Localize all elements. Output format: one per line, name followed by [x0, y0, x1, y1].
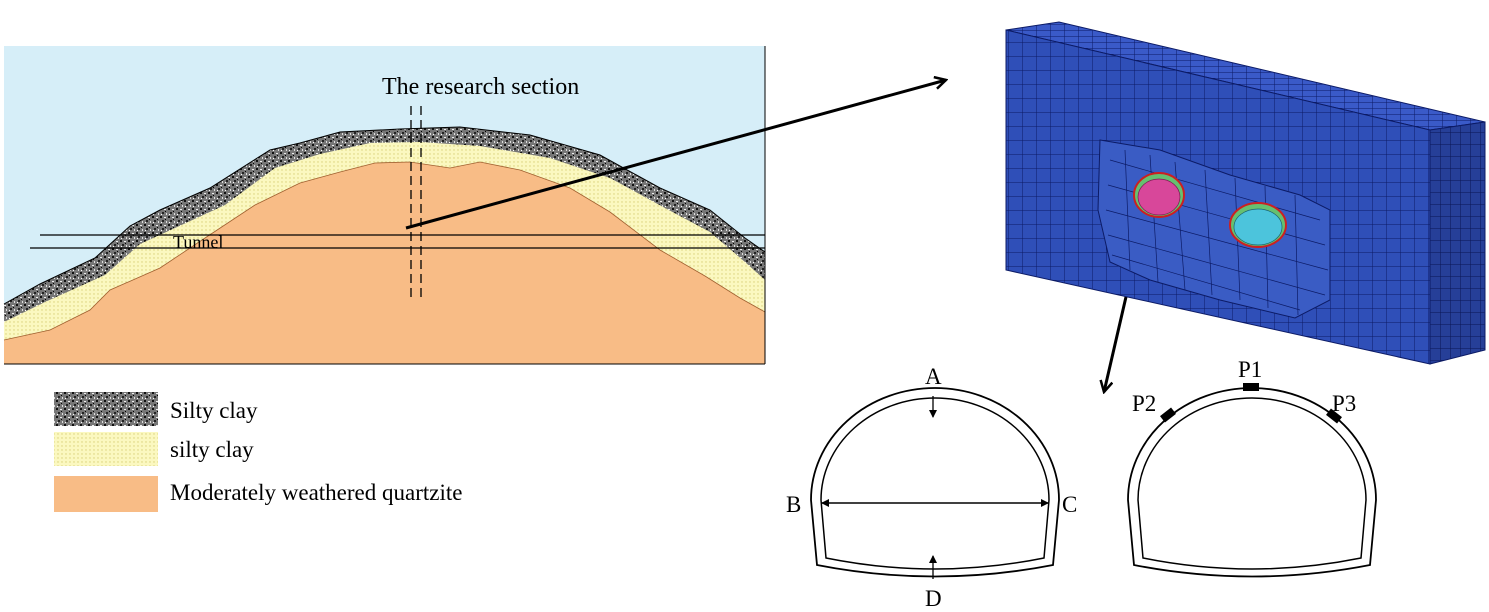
lining-outer — [810, 387, 1060, 578]
p3-label: P3 — [1332, 391, 1356, 416]
lining-inner — [820, 397, 1050, 570]
point-a-label: A — [925, 364, 942, 389]
lining-inner-2 — [1137, 397, 1367, 570]
pressure-cross-section: P1 P2 P3 — [1127, 357, 1377, 578]
p1-label: P1 — [1238, 357, 1262, 382]
left-tunnel-core — [1137, 178, 1181, 216]
legend-swatch-silty-clay-dark — [54, 392, 158, 426]
quartzite-layer — [4, 162, 765, 364]
p2-label: P2 — [1132, 391, 1156, 416]
legend-label-1: Silty clay — [170, 398, 258, 423]
research-section-title: The research section — [382, 74, 579, 100]
finite-element-mesh — [1005, 21, 1486, 365]
pressure-cell-p1 — [1243, 383, 1259, 391]
legend-swatch-quartzite — [54, 476, 158, 512]
point-d-label: D — [925, 586, 942, 611]
arrow-to-mesh — [405, 80, 946, 230]
legend-label-3: Moderately weathered quartzite — [170, 480, 462, 505]
legend-label-2: silty clay — [170, 437, 254, 462]
tunnel-label: Tunnel — [173, 232, 223, 252]
legend-swatch-silty-clay-yellow — [54, 432, 158, 466]
point-b-label: B — [786, 492, 801, 517]
geological-section: Tunnel The research section — [3, 46, 766, 365]
pressure-cell-p2 — [1160, 407, 1176, 423]
pressure-cell-p3 — [1326, 408, 1342, 424]
convergence-cross-section: A B C D — [786, 364, 1077, 611]
point-c-label: C — [1062, 492, 1077, 517]
legend: Silty clay silty clay Moderately weather… — [54, 392, 462, 512]
right-tunnel-core — [1233, 208, 1283, 246]
mesh-side-face — [1429, 121, 1486, 365]
